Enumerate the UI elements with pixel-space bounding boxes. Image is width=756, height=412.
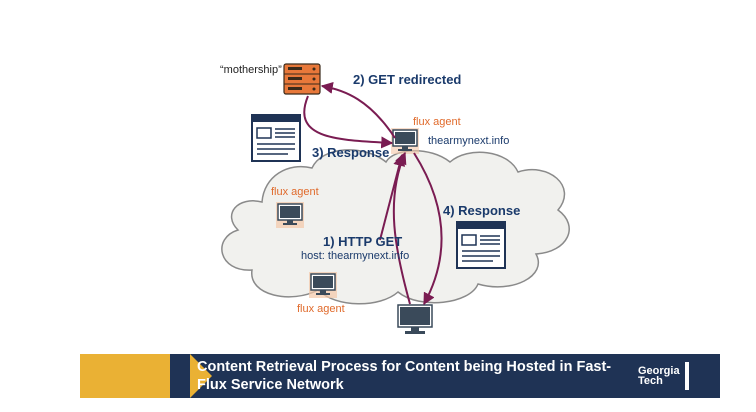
logo-line-2: Tech — [638, 375, 663, 387]
arrow-http-get-2 — [379, 153, 406, 241]
flux-agent-label-main: flux agent — [413, 116, 461, 128]
arrow-response-to-agent — [303, 95, 394, 149]
tower-icon — [685, 362, 689, 390]
web-page-icon-response — [456, 221, 506, 269]
flux-agent-label-left: flux agent — [271, 186, 319, 198]
banner-navy-block — [170, 354, 720, 398]
georgia-tech-logo: Georgia Tech — [638, 365, 680, 387]
arrow-get-redirected — [320, 81, 396, 139]
flux-agent-monitor-icon-left — [276, 202, 304, 228]
web-page-icon — [251, 114, 301, 162]
step-1-label: 1) HTTP GET — [323, 234, 403, 249]
step-2-label: 2) GET redirected — [353, 72, 462, 87]
flux-agent-label-bottom: flux agent — [297, 303, 345, 315]
client-monitor-icon — [397, 304, 433, 334]
banner-chevron — [190, 354, 212, 398]
step-1-host-label: host: thearmynext.info — [301, 250, 410, 262]
arrow-response-to-client — [413, 152, 443, 306]
mothership-server-icon — [283, 63, 321, 95]
mothership-label: “mothership” — [220, 64, 282, 76]
flow-arrows — [303, 81, 443, 306]
logo-line-1: Georgia — [638, 365, 680, 377]
flux-agent-monitor-icon-main — [391, 128, 419, 154]
arrow-http-get — [392, 151, 411, 305]
network-cloud — [221, 149, 570, 305]
step-3-label: 3) Response — [312, 145, 390, 160]
slide-title: Content Retrieval Process for Content be… — [197, 359, 612, 393]
slide-title-banner: Content Retrieval Process for Content be… — [80, 354, 720, 398]
flux-agent-monitor-icon-bottom — [309, 272, 337, 298]
domain-label: thearmynext.info — [428, 135, 510, 147]
step-4-label: 4) Response — [443, 203, 521, 218]
